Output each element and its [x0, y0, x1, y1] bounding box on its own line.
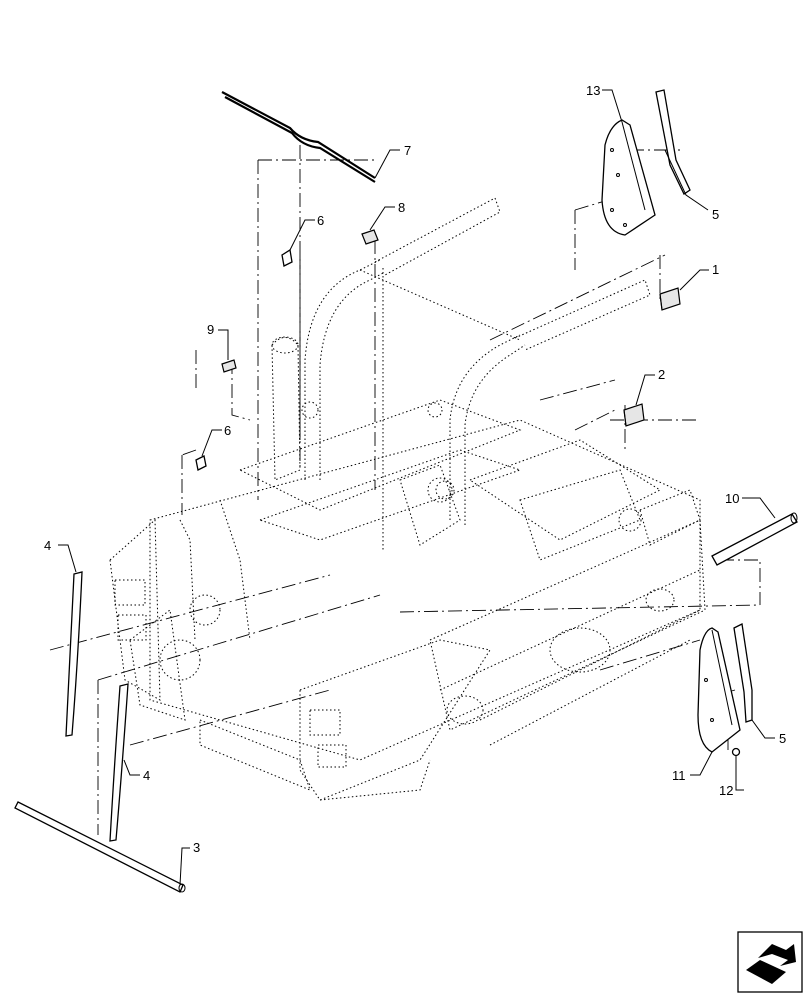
part-4-curved-strip-upper	[65, 571, 83, 737]
callout-10: 10	[725, 491, 739, 506]
rops-frame	[271, 197, 651, 550]
part-9-block	[221, 359, 237, 373]
callout-5-upper: 5	[712, 207, 719, 222]
part-1-pad	[659, 287, 681, 311]
exploded-view-arrow-icon	[737, 931, 803, 993]
callout-11: 11	[672, 768, 686, 783]
callout-12: 12	[719, 783, 733, 798]
part-12-bolt	[731, 747, 741, 757]
callout-9: 9	[207, 322, 214, 337]
part-4-curved-strip-lower	[109, 683, 129, 842]
part-6-clip-upper	[281, 248, 293, 267]
part-10-rod	[711, 512, 798, 566]
chassis-frame	[109, 399, 706, 801]
part-6-clip-lower	[195, 455, 207, 471]
callout-2: 2	[658, 367, 665, 382]
callout-3: 3	[193, 840, 200, 855]
part-5-strip-lower	[733, 623, 753, 723]
callout-8: 8	[398, 200, 405, 215]
part-13-upper-side-panel	[601, 119, 656, 236]
part-7-top-seal-strip	[221, 91, 376, 183]
part-5-strip-upper	[655, 89, 691, 195]
callout-6-upper: 6	[317, 213, 324, 228]
leader-lines	[58, 89, 776, 886]
callout-4-lower: 4	[143, 768, 150, 783]
part-8-pad	[361, 229, 379, 245]
part-2-pad	[623, 403, 645, 427]
assembly-centerlines	[49, 145, 761, 835]
callout-7: 7	[404, 143, 411, 158]
part-11-lower-side-panel	[697, 627, 741, 753]
callout-6-lower: 6	[224, 423, 231, 438]
callout-13: 13	[586, 83, 600, 98]
callout-labels: 13 5 1 2 7 8 6 9 6 4 4 3 10 5 11 12	[44, 83, 786, 855]
callout-1: 1	[712, 262, 719, 277]
callout-5-lower: 5	[779, 731, 786, 746]
callout-4-upper: 4	[44, 538, 51, 553]
part-3-long-rod	[14, 801, 186, 893]
